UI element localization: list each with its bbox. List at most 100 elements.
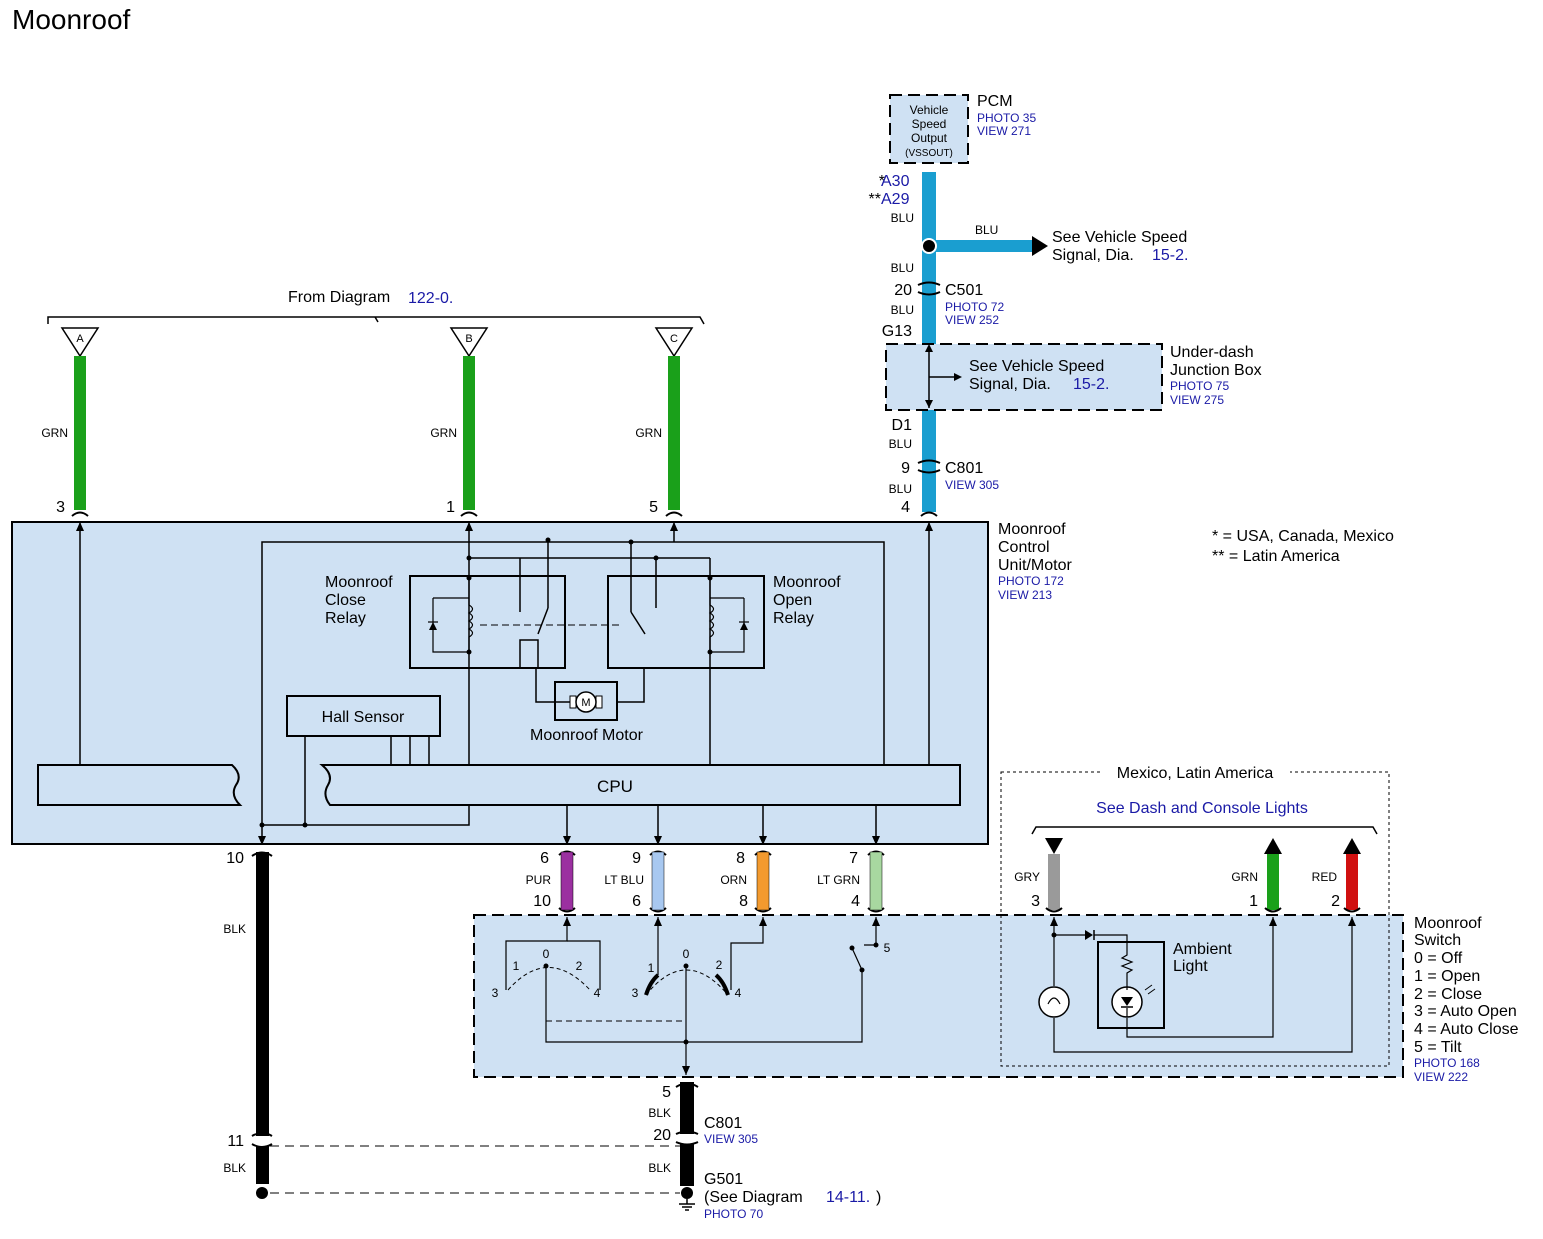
switch-pos2: 2 = Close bbox=[1414, 986, 1482, 1003]
dash-lights-bracket bbox=[1031, 826, 1378, 835]
close-relay-coil-icon bbox=[428, 578, 474, 653]
ltblu-wire-label: LT BLU bbox=[604, 873, 644, 887]
orn-wire-label: ORN bbox=[720, 873, 747, 887]
input-b-triangle-icon bbox=[449, 327, 489, 358]
switch-contacts-wiring bbox=[505, 917, 880, 1075]
jb-arrow-down-icon bbox=[925, 400, 933, 408]
orn-pin-top: 8 bbox=[736, 850, 745, 867]
input-c-pin: 5 bbox=[649, 499, 658, 516]
red-pin: 2 bbox=[1331, 893, 1340, 910]
ground-left-pin-top: 10 bbox=[226, 850, 244, 867]
bulb-icon bbox=[1038, 986, 1070, 1018]
from-diagram-bracket bbox=[47, 316, 705, 325]
from-diagram-ref: 122-0. bbox=[408, 290, 453, 307]
c801-bottom-view: VIEW 305 bbox=[704, 1132, 758, 1146]
jb-name1: Under-dash bbox=[1170, 344, 1254, 361]
pcm-box-line2: Speed bbox=[912, 117, 947, 131]
jb-text2: Signal, Dia. bbox=[969, 376, 1051, 393]
jb-arrow-up-icon bbox=[925, 344, 933, 352]
g501-photo: PHOTO 70 bbox=[704, 1207, 763, 1221]
switch-pos0: 0 = Off bbox=[1414, 950, 1463, 967]
jb-text1: See Vehicle Speed bbox=[969, 358, 1104, 375]
c501-photo: PHOTO 72 bbox=[945, 300, 1004, 314]
cpu-box bbox=[319, 764, 961, 806]
ground-wire-center-lower bbox=[680, 1144, 694, 1186]
pcm-pin2: A29 bbox=[881, 191, 910, 208]
g501-close: ) bbox=[876, 1189, 881, 1206]
control-unit-terminals-icon bbox=[71, 511, 938, 517]
gry-wire-label: GRY bbox=[1014, 870, 1040, 884]
speed-signal-text2: Signal, Dia. bbox=[1052, 247, 1134, 264]
ground-left-terminal-icon bbox=[251, 851, 273, 857]
c801-bottom-pin-top: 5 bbox=[662, 1084, 671, 1101]
wire-lt-grn bbox=[869, 851, 883, 911]
input-c-wire bbox=[668, 356, 680, 510]
contact-0b: 0 bbox=[683, 947, 690, 961]
input-a-wire bbox=[74, 356, 86, 510]
input-b-letter: B bbox=[465, 333, 472, 345]
cpu-label: CPU bbox=[597, 777, 633, 796]
input-a-letter: A bbox=[76, 333, 84, 345]
contact-5: 5 bbox=[884, 941, 891, 955]
input-b-pin: 1 bbox=[446, 499, 455, 516]
moonroof-switch-box bbox=[473, 914, 1404, 1078]
ground-symbol-icon bbox=[679, 1187, 695, 1211]
switch-view: VIEW 222 bbox=[1414, 1070, 1468, 1084]
wire-label-blu-4: BLU bbox=[889, 437, 912, 451]
wire-lt-blu bbox=[651, 851, 665, 911]
close-relay-name1: Moonroof bbox=[325, 574, 393, 591]
wire-label-blk-3: BLK bbox=[648, 1106, 671, 1120]
ltgrn-pin-top: 7 bbox=[849, 850, 858, 867]
wire-gry bbox=[1048, 854, 1060, 910]
close-relay-name3: Relay bbox=[325, 610, 366, 627]
wire-grn-light bbox=[1267, 854, 1279, 910]
jb-view: VIEW 275 bbox=[1170, 393, 1224, 407]
c801-top-label: C801 bbox=[945, 460, 983, 477]
g501-text: (See Diagram bbox=[704, 1189, 803, 1206]
cpu-left-part bbox=[37, 764, 243, 806]
jb-photo: PHOTO 75 bbox=[1170, 379, 1229, 393]
speed-arrow bbox=[1032, 236, 1048, 256]
pcm-box bbox=[889, 94, 969, 164]
wire-label-blu-5: BLU bbox=[889, 482, 912, 496]
contact-3a: 3 bbox=[492, 986, 499, 1000]
legend-line1: * = USA, Canada, Mexico bbox=[1212, 528, 1394, 545]
wire-red bbox=[1346, 854, 1358, 910]
motor-box bbox=[554, 681, 618, 721]
c801-bottom-label: C801 bbox=[704, 1115, 742, 1132]
open-relay-box bbox=[607, 575, 765, 669]
pcm-photo: PHOTO 35 bbox=[977, 111, 1036, 125]
ground-wire-left-lower bbox=[256, 1146, 269, 1184]
wire-label-blu-2: BLU bbox=[891, 261, 914, 275]
switch-pos3: 3 = Auto Open bbox=[1414, 1003, 1517, 1020]
contact-1b: 1 bbox=[648, 961, 655, 975]
control-unit-view: VIEW 213 bbox=[998, 588, 1052, 602]
contact-1a: 1 bbox=[513, 959, 520, 973]
from-diagram-text: From Diagram bbox=[288, 289, 390, 306]
wire-label-blk-4: BLK bbox=[648, 1161, 671, 1175]
pcm-pin1: A30 bbox=[881, 173, 910, 190]
c801-bottom-connector-icon bbox=[675, 1130, 699, 1146]
wire-label-blu-1: BLU bbox=[891, 211, 914, 225]
motor-symbol: M bbox=[581, 697, 590, 709]
input-c-triangle-icon bbox=[654, 327, 694, 358]
c801-bottom-terminal-icon bbox=[675, 1082, 699, 1088]
speed-signal-ref: 15-2. bbox=[1152, 247, 1188, 264]
wire-pur bbox=[560, 851, 574, 911]
wire-label-blu-branch: BLU bbox=[975, 223, 998, 237]
input-C: C GRN 5 bbox=[635, 327, 694, 516]
ground-left-connector-icon bbox=[251, 1132, 273, 1148]
switch-name2: Switch bbox=[1414, 932, 1461, 949]
input-c-letter: C bbox=[670, 333, 678, 345]
contact-3b: 3 bbox=[632, 986, 639, 1000]
open-relay-name2: Open bbox=[773, 592, 812, 609]
jb-ref: 15-2. bbox=[1073, 376, 1109, 393]
splice-dot bbox=[921, 238, 937, 254]
pcm-box-line3: Output bbox=[911, 131, 948, 145]
ambient-light-box bbox=[1097, 941, 1165, 1029]
light-wires bbox=[1045, 838, 1361, 913]
red-arrow-up-icon bbox=[1343, 838, 1361, 854]
gry-pin: 3 bbox=[1031, 893, 1040, 910]
ambient-name1: Ambient bbox=[1173, 941, 1232, 958]
